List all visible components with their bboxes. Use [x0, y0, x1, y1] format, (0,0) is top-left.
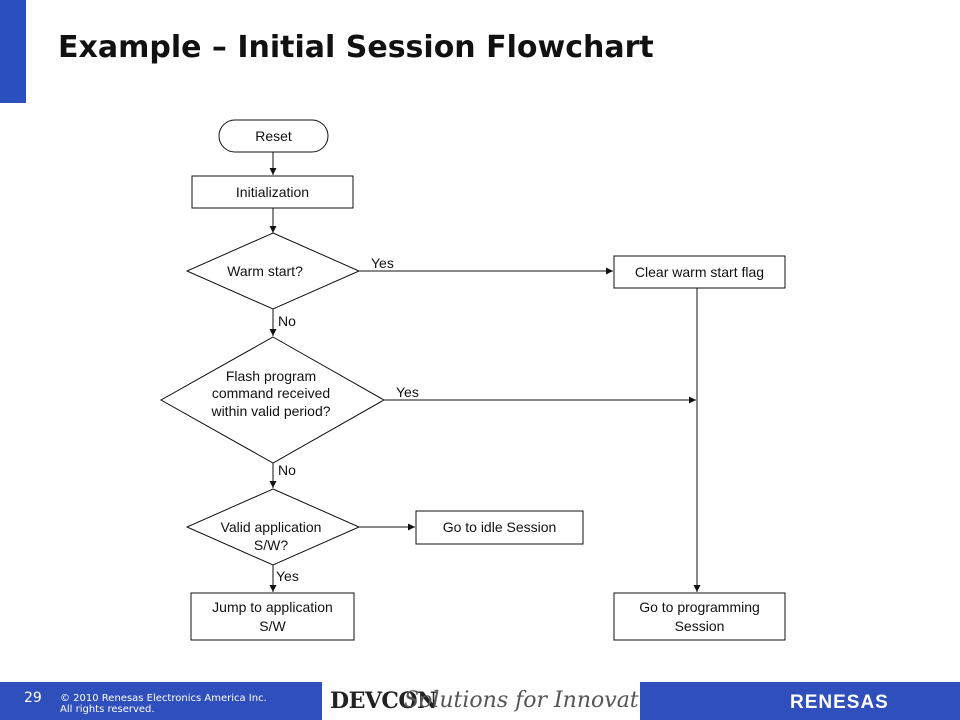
node-initialization-label: Initialization: [236, 184, 309, 200]
page-number: 29: [24, 690, 42, 706]
node-prog-label-1: Go to programming: [639, 599, 760, 615]
copyright-line-1: © 2010 Renesas Electronics America Inc.: [60, 693, 267, 704]
edge-label-flash-no: No: [278, 462, 296, 478]
node-valid-label-1: Valid application: [221, 519, 322, 535]
node-reset: Reset: [218, 119, 329, 153]
node-warm-start: Warm start?: [185, 232, 361, 310]
node-warm-start-label: Warm start?: [227, 263, 303, 279]
edge-label-valid-yes: Yes: [276, 568, 299, 584]
copyright: © 2010 Renesas Electronics America Inc. …: [60, 693, 267, 715]
svg-text:RENESAS: RENESAS: [790, 692, 889, 711]
edge-label-warm-no: No: [278, 313, 296, 329]
node-initialization: Initialization: [191, 175, 354, 209]
node-reset-label: Reset: [255, 128, 292, 144]
node-flash-program: Flash program command received within va…: [159, 336, 386, 464]
node-prog-label-2: Session: [675, 618, 725, 634]
node-jump-to-application: Jump to application S/W: [190, 592, 355, 641]
page-title: Example – Initial Session Flowchart: [58, 30, 654, 65]
devcon-logo: DEVCON: [330, 688, 437, 714]
node-idle-label: Go to idle Session: [443, 519, 557, 535]
footer-brand-panel: DEVCON Solutions for Innovation: [322, 682, 673, 720]
edge-label-flash-yes: Yes: [396, 384, 419, 400]
node-flash-label-1: Flash program: [226, 368, 316, 384]
node-flash-label-3: within valid period?: [210, 403, 330, 419]
renesas-logo: RENESAS: [790, 692, 889, 711]
node-valid-label-2: S/W?: [254, 537, 288, 553]
edge-label-warm-yes: Yes: [371, 255, 394, 271]
tagline: Solutions for Innovation: [404, 688, 674, 713]
flowchart: Reset Initialization Warm start? Clear w…: [159, 119, 786, 641]
accent-bar: [0, 0, 26, 103]
node-flash-label-2: command received: [212, 385, 330, 401]
footer-right-panel: RENESAS: [640, 682, 960, 720]
node-go-to-programming-session: Go to programming Session: [613, 592, 786, 641]
node-clear-label: Clear warm start flag: [635, 264, 764, 280]
footer-left-panel: 29 © 2010 Renesas Electronics America In…: [0, 682, 322, 720]
node-clear-warm-start-flag: Clear warm start flag: [613, 255, 786, 289]
node-valid-application: Valid application S/W?: [185, 488, 361, 566]
node-go-to-idle-session: Go to idle Session: [415, 510, 584, 545]
node-jump-label-1: Jump to application: [212, 599, 333, 615]
copyright-line-2: All rights reserved.: [60, 704, 155, 715]
footer: 29 © 2010 Renesas Electronics America In…: [0, 682, 960, 720]
node-jump-label-2: S/W: [259, 618, 286, 634]
